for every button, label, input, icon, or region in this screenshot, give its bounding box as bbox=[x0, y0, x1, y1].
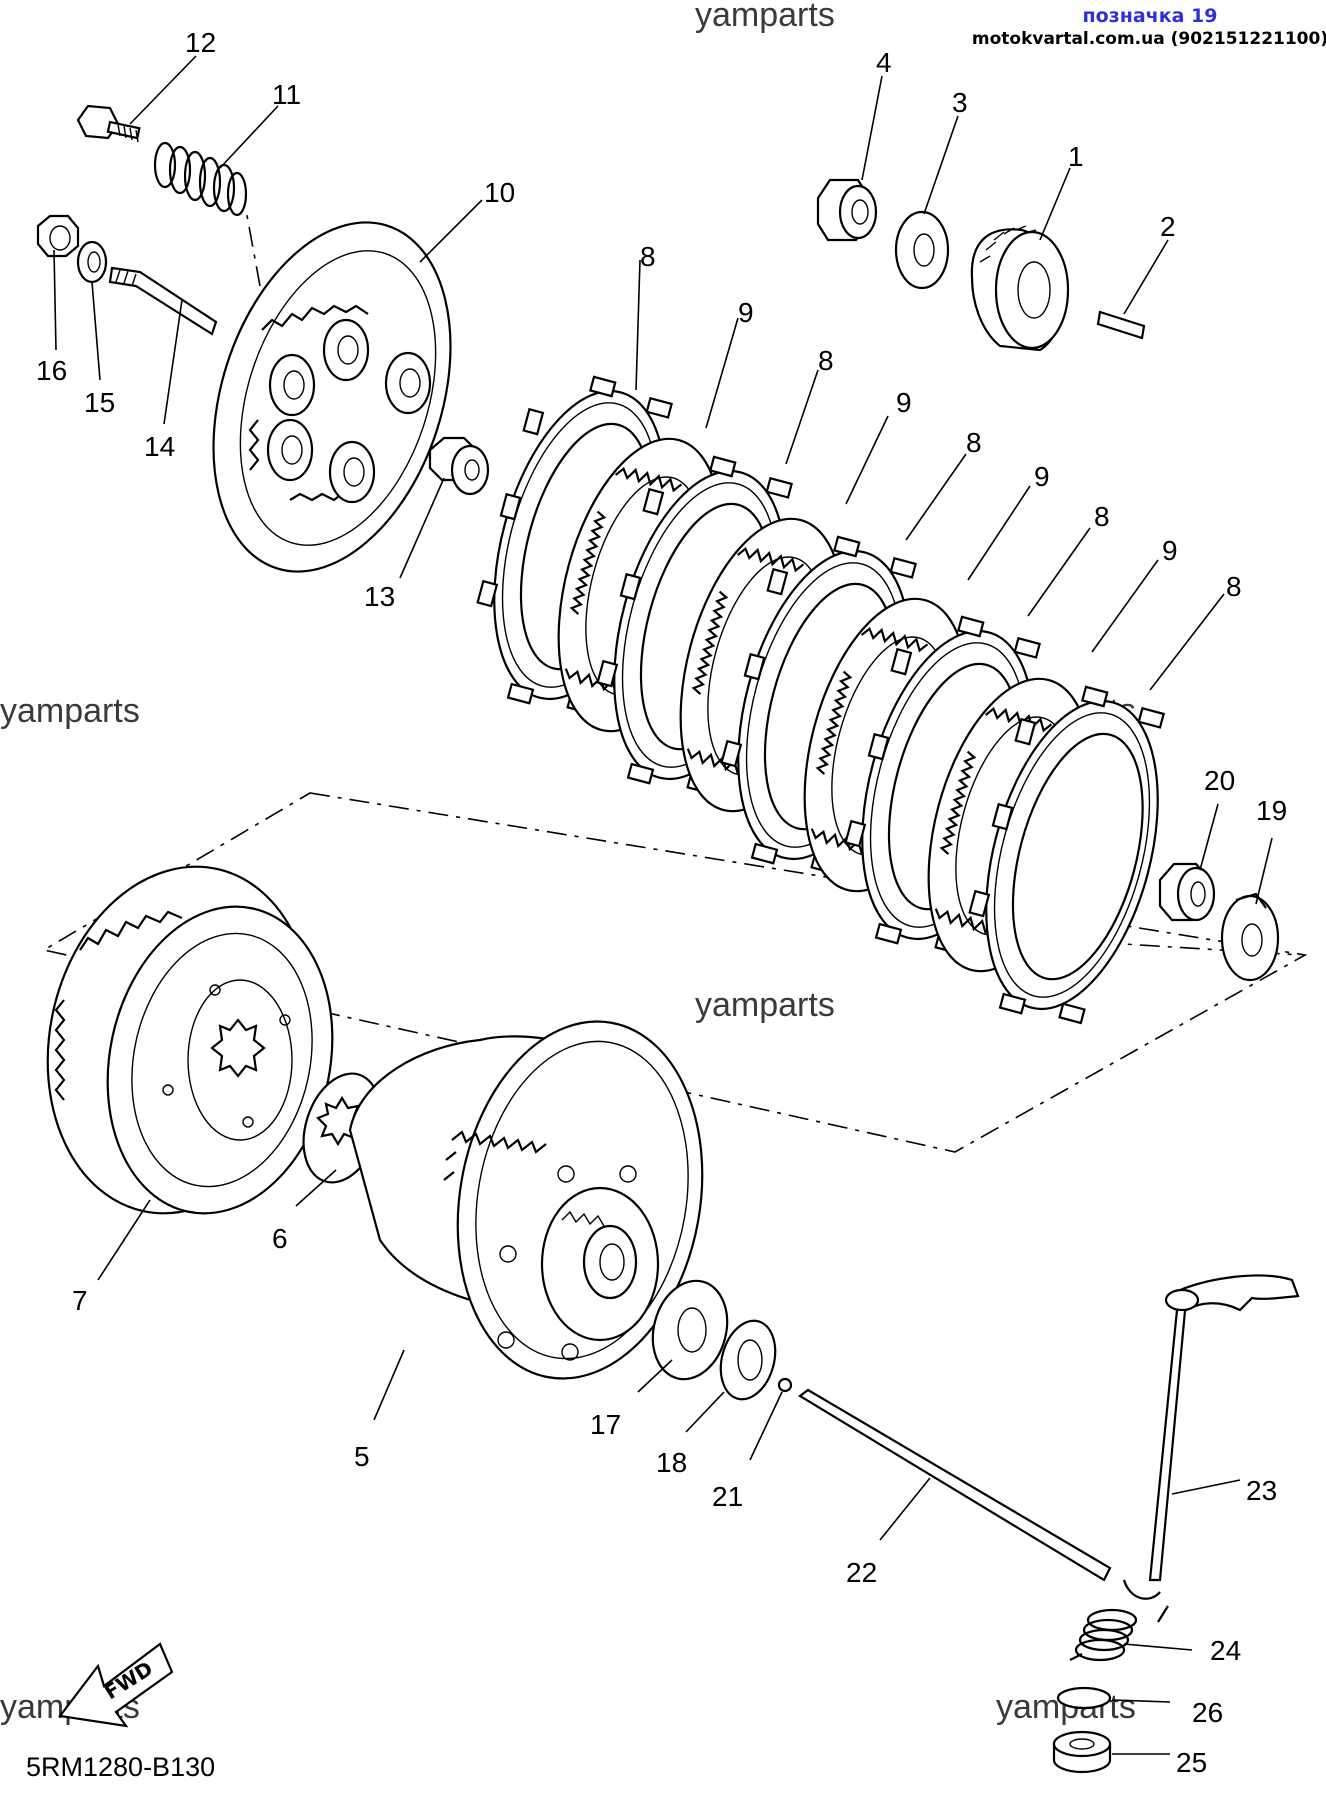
callout-8-first: 8 bbox=[640, 241, 656, 272]
bearing-25 bbox=[1052, 1730, 1112, 1774]
leader-lines bbox=[53, 55, 1273, 1755]
callout-13: 13 bbox=[364, 581, 395, 612]
washer-15 bbox=[76, 240, 108, 284]
clutch-boss-5 bbox=[348, 1020, 704, 1380]
clutch-housing-7 bbox=[46, 865, 334, 1215]
callout-8-fifth: 8 bbox=[1226, 571, 1242, 602]
callout-21: 21 bbox=[712, 1481, 743, 1512]
callout-9-second: 9 bbox=[896, 387, 912, 418]
callout-14: 14 bbox=[144, 431, 175, 462]
callout-26: 26 bbox=[1192, 1697, 1223, 1728]
watermark-mid: yamparts bbox=[695, 986, 835, 1024]
spring-11 bbox=[153, 141, 248, 217]
diagram-code: 5RM1280-B130 bbox=[26, 1752, 215, 1782]
callout-17: 17 bbox=[590, 1409, 621, 1440]
callout-25: 25 bbox=[1176, 1747, 1207, 1778]
callout-8-fourth: 8 bbox=[1094, 501, 1110, 532]
bushing-20 bbox=[1158, 862, 1216, 922]
callout-8-third: 8 bbox=[966, 427, 982, 458]
stud-14 bbox=[108, 266, 218, 336]
callout-5: 5 bbox=[354, 1441, 370, 1472]
key-2 bbox=[1096, 310, 1146, 340]
callout-4: 4 bbox=[876, 47, 892, 78]
push-rod-22 bbox=[798, 1388, 1112, 1582]
callout-12: 12 bbox=[185, 27, 216, 58]
gear-1 bbox=[970, 225, 1070, 352]
callout-6: 6 bbox=[272, 1223, 288, 1254]
callout-7: 7 bbox=[72, 1285, 88, 1316]
callout-2: 2 bbox=[1160, 211, 1176, 242]
callout-11: 11 bbox=[272, 79, 301, 110]
callout-numbers: 12 11 10 16 15 14 13 4 3 1 2 8 9 8 9 8 9… bbox=[36, 27, 1287, 1778]
callout-9-first: 9 bbox=[738, 297, 754, 328]
spring-24 bbox=[1069, 1605, 1169, 1662]
bushing-13 bbox=[428, 436, 490, 496]
callout-20: 20 bbox=[1204, 765, 1235, 796]
washer-17 bbox=[651, 1279, 729, 1381]
callout-9-third: 9 bbox=[1034, 461, 1050, 492]
nut-16 bbox=[36, 214, 80, 258]
forward-direction-arrow: FWD bbox=[58, 1642, 174, 1728]
header-badge: позначка 19 bbox=[1083, 5, 1218, 27]
washer-18 bbox=[719, 1319, 777, 1401]
callout-16: 16 bbox=[36, 355, 67, 386]
callout-18: 18 bbox=[656, 1447, 687, 1478]
callout-22: 22 bbox=[846, 1557, 877, 1588]
lock-washer-19 bbox=[1220, 892, 1280, 982]
watermark-top: yamparts bbox=[695, 0, 835, 34]
callout-15: 15 bbox=[84, 387, 115, 418]
header-site: motokvartal.com.ua (902151221100) bbox=[972, 29, 1326, 49]
callout-24: 24 bbox=[1210, 1635, 1241, 1666]
washer-3 bbox=[894, 210, 950, 290]
callout-19: 19 bbox=[1256, 795, 1287, 826]
watermark-left: yamparts bbox=[0, 692, 140, 730]
nut-4 bbox=[816, 178, 878, 242]
bolt-12 bbox=[76, 104, 141, 143]
pressure-plate-10 bbox=[212, 221, 452, 573]
oil-seal-26 bbox=[1056, 1686, 1112, 1710]
callout-9-fourth: 9 bbox=[1162, 535, 1178, 566]
ball-21 bbox=[777, 1377, 793, 1393]
callout-23: 23 bbox=[1246, 1475, 1277, 1506]
push-lever-shaft-23 bbox=[1122, 1274, 1300, 1600]
callout-10: 10 bbox=[484, 177, 515, 208]
callout-8-second: 8 bbox=[818, 345, 834, 376]
callout-3: 3 bbox=[952, 87, 968, 118]
callout-1: 1 bbox=[1068, 141, 1084, 172]
